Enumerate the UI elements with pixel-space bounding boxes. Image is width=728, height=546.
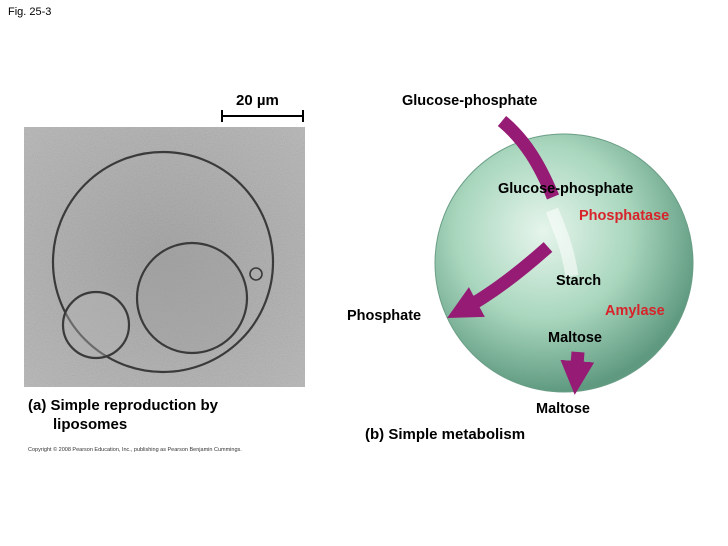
caption-panel-a: (a) Simple reproduction by liposomes [28,396,288,434]
arrow-maltose-out [560,351,595,395]
large-liposome [51,150,275,374]
tiny-liposome [249,267,263,281]
scale-bar [221,110,304,122]
internal-pathway-glow [545,207,579,278]
label-phosphatase: Phosphatase [579,208,670,224]
figure-number: Fig. 25-3 [8,6,52,18]
label-glucose-phosphate-outside: Glucose-phosphate [402,93,538,109]
daughter-liposome-right [135,241,249,355]
label-maltose-inside: Maltose [548,330,602,346]
arrow-glucose-phosphate-in [497,115,560,200]
arrow-phosphate-out [447,242,553,318]
label-amylase: Amylase [605,303,665,319]
label-glucose-phosphate-inside: Glucose-phosphate [498,181,634,197]
label-maltose-outside: Maltose [536,401,590,417]
scale-bar-label: 20 µm [236,92,279,109]
copyright-notice: Copyright © 2008 Pearson Education, Inc.… [28,447,242,453]
liposome-micrograph [24,127,305,387]
label-starch: Starch [556,273,602,289]
micrograph-background [24,127,305,387]
caption-a-line2: liposomes [53,416,128,433]
daughter-liposome-left [61,290,131,360]
caption-panel-b: (b) Simple metabolism [365,426,526,443]
caption-a-line1: (a) Simple reproduction by [28,397,219,414]
label-phosphate: Phosphate [347,308,422,324]
